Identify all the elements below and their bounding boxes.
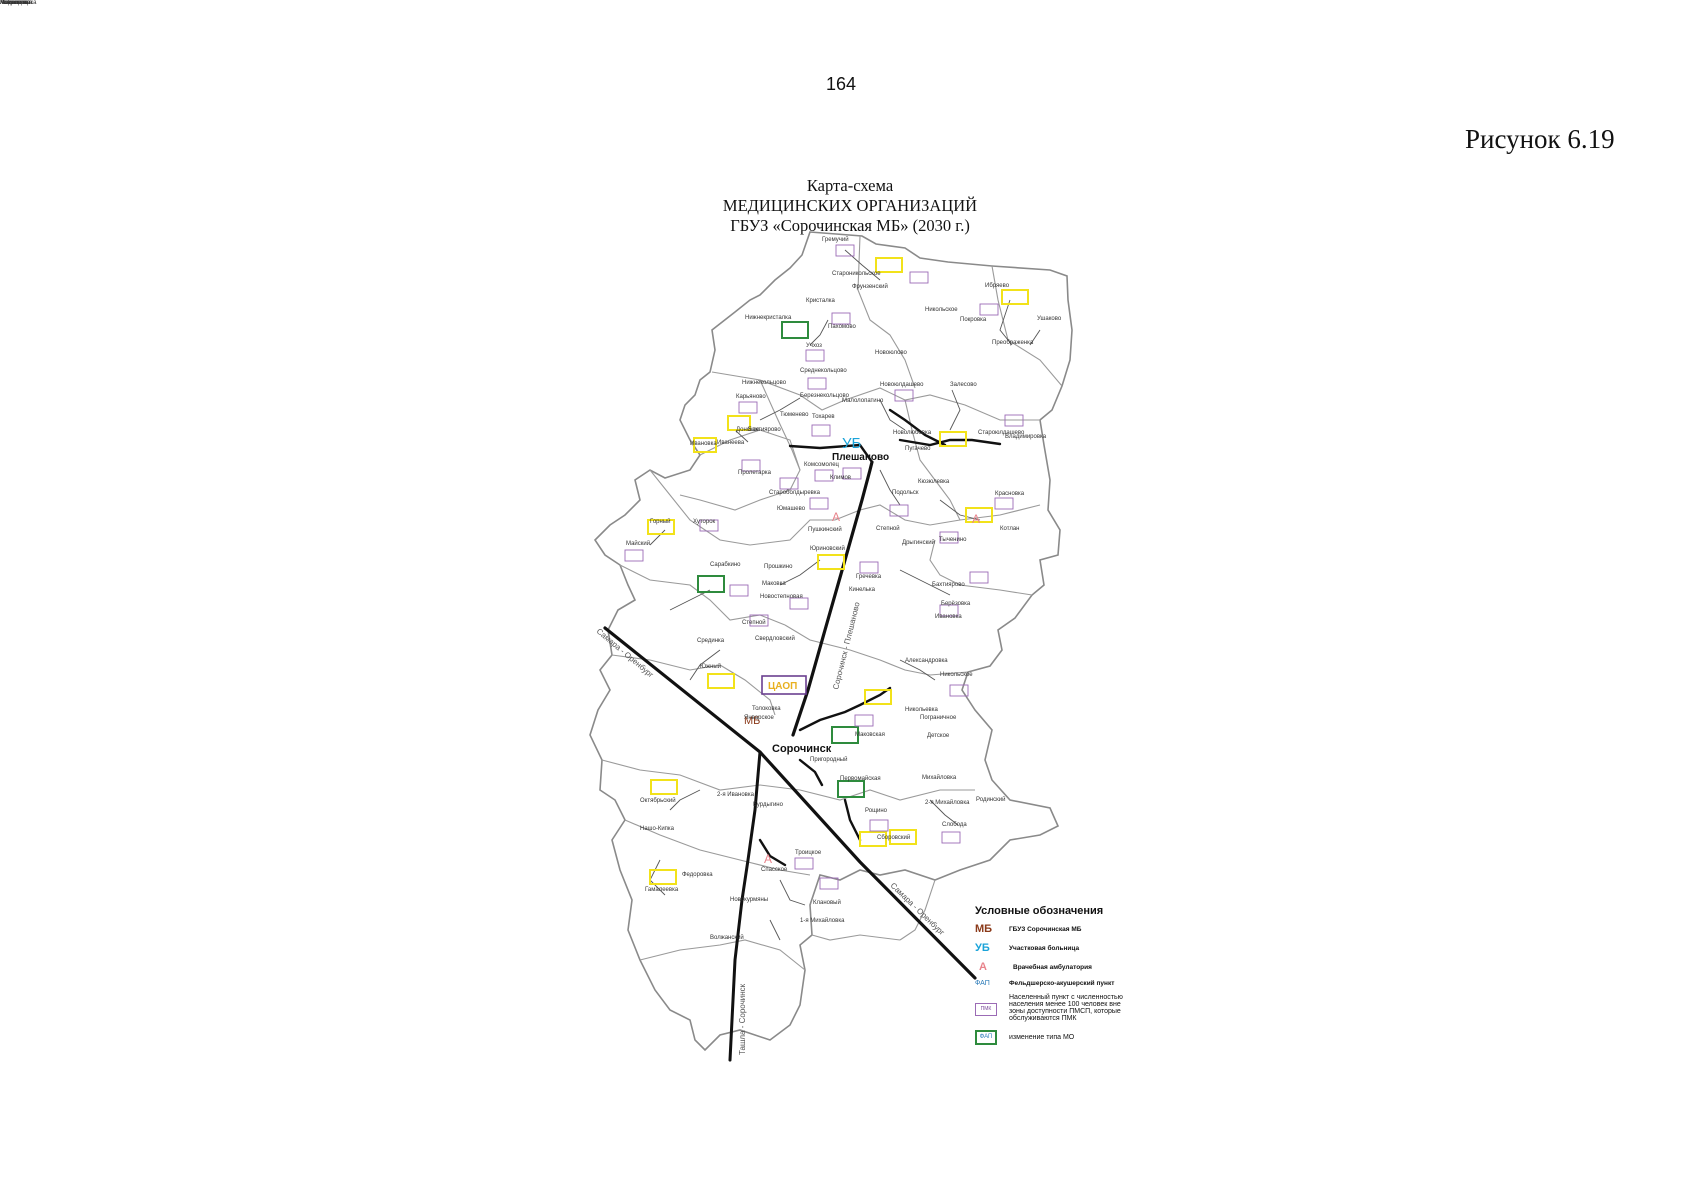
center-label-sorochinsk: Сорочинск [772, 743, 832, 755]
fap-highlights [647, 257, 1029, 885]
legend-item-ub: УБ Участковая больница [975, 942, 1135, 954]
ambulatory-icon: А [972, 512, 980, 526]
page-number: 164 [826, 74, 857, 94]
road-pleshanovo-north [788, 443, 874, 464]
district-boundary [589, 231, 1073, 1052]
type-change-boxes [697, 321, 865, 798]
map-title-line1: Карта-схема [806, 176, 894, 195]
roads [603, 408, 1002, 1062]
legend-symbol-ub: УБ [975, 942, 990, 954]
ambulatory-markers: А А А [764, 510, 980, 866]
legend-symbol-ambulatory: А [979, 961, 987, 973]
road-label-tashla-sorochinsk: Ташла - Сорочинск [738, 983, 747, 1055]
legend-symbol-type-change-wrap: ФАП [975, 1029, 1009, 1045]
legend-text-ub: Участковая больница [1009, 944, 1080, 952]
road-east-branch [888, 408, 947, 447]
legend-item-type-change: ФАП изменение типа МО [975, 1029, 1135, 1045]
road-burdygino [798, 758, 824, 787]
legend-text-pmk: Населенный пункт с численностью населени… [1009, 994, 1123, 1022]
center-label-pleshanovo: Плешаново [832, 452, 889, 463]
legend-symbol-fap: ФАП [975, 980, 990, 987]
legend-item-ambulatory: А Врачебная амбулатория [975, 961, 1135, 973]
legend-symbol-type-change: ФАП [975, 1030, 997, 1045]
road-rodinskiy [798, 686, 892, 732]
map-title: Карта-схема МЕДИЦИНСКИХ ОРГАНИЗАЦИЙ ГБУЗ… [690, 176, 1010, 236]
map-title-line2: МЕДИЦИНСКИХ ОРГАНИЗАЦИЙ [722, 196, 978, 215]
legend-text-mb: ГБУЗ Сорочинская МБ [1009, 925, 1082, 933]
center-label-mb: МБ [744, 715, 760, 727]
local-links [649, 249, 1041, 941]
legend-symbol-pmk: ПМК [975, 1002, 997, 1016]
road-east-ivanovka [898, 438, 1002, 447]
road-label-samara-orenburg-se: Самара - Оренбург [889, 881, 947, 937]
road-label-samara-orenburg-nw: Самара - Оренбург [595, 627, 656, 680]
road-tashla-sorochinsk [728, 750, 762, 1062]
legend-text-fap: Фельдшерско-акушерский пункт [1009, 980, 1115, 987]
caop-box [761, 675, 807, 695]
legend-item-fap: ФАП Фельдшерско-акушерский пункт [975, 980, 1135, 987]
center-label-ub: УБ [842, 435, 862, 452]
map-title-line3: ГБУЗ «Сорочинская МБ» (2030 г.) [730, 216, 970, 235]
pmk-boxes [624, 244, 1024, 890]
legend-symbol-pmk-wrap: ПМК [975, 1001, 1009, 1016]
legend: Условные обозначения МБ ГБУЗ Сорочинская… [975, 905, 1135, 1052]
legend-symbol-mb: МБ [975, 923, 993, 935]
road-gamaleevka [843, 798, 862, 842]
center-label-caop: ЦАОП [768, 681, 797, 692]
legend-item-mb: МБ ГБУЗ Сорочинская МБ [975, 923, 1135, 935]
road-label-sorochinsk-pleshanovo: Сорочинск - Плешаново [831, 601, 862, 691]
road-samara-orenburg [603, 626, 977, 980]
legend-text-ambulatory: Врачебная амбулатория [1013, 963, 1092, 971]
legend-title: Условные обозначения [975, 905, 1104, 917]
legend-text-type-change: изменение типа МО [1009, 1033, 1075, 1041]
road-south-branch [758, 838, 787, 867]
legend-item-pmk: ПМК Населенный пункт с численностью насе… [975, 994, 1135, 1022]
ambulatory-icon: А [764, 852, 772, 866]
figure-label: Рисунок 6.19 [1465, 124, 1615, 154]
ambulatory-icon: А [832, 510, 840, 524]
